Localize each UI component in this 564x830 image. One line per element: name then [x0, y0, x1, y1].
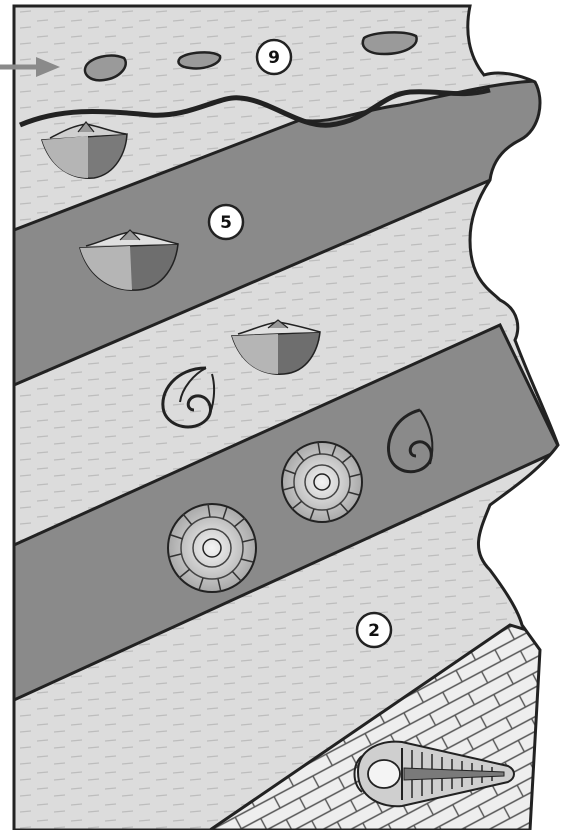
- ammonite-icon: [281, 441, 363, 523]
- dark-layer-lower: [14, 323, 558, 703]
- brachiopod-icon: [79, 229, 179, 291]
- label-2: 2: [355, 611, 393, 649]
- ammonite-outline-icon: [161, 366, 216, 429]
- pebble: [361, 31, 418, 56]
- ammonite-outline-icon: [387, 408, 434, 474]
- trilobite-icon: [353, 740, 515, 808]
- label-5: 5: [207, 203, 245, 241]
- label-9-text: 9: [268, 48, 280, 68]
- pebble: [177, 51, 222, 70]
- brachiopod-icon: [41, 121, 128, 179]
- block-outline: [12, 4, 560, 830]
- label-2-text: 2: [368, 621, 380, 641]
- pebbles: [83, 31, 418, 82]
- unconformity-line: [19, 87, 491, 128]
- label-9: 9: [255, 38, 293, 76]
- brachiopod-icon: [230, 319, 321, 375]
- label-5-text: 5: [220, 213, 232, 233]
- ammonite-icon: [167, 503, 257, 593]
- arrow-icon: [0, 57, 60, 77]
- pebble: [83, 54, 127, 82]
